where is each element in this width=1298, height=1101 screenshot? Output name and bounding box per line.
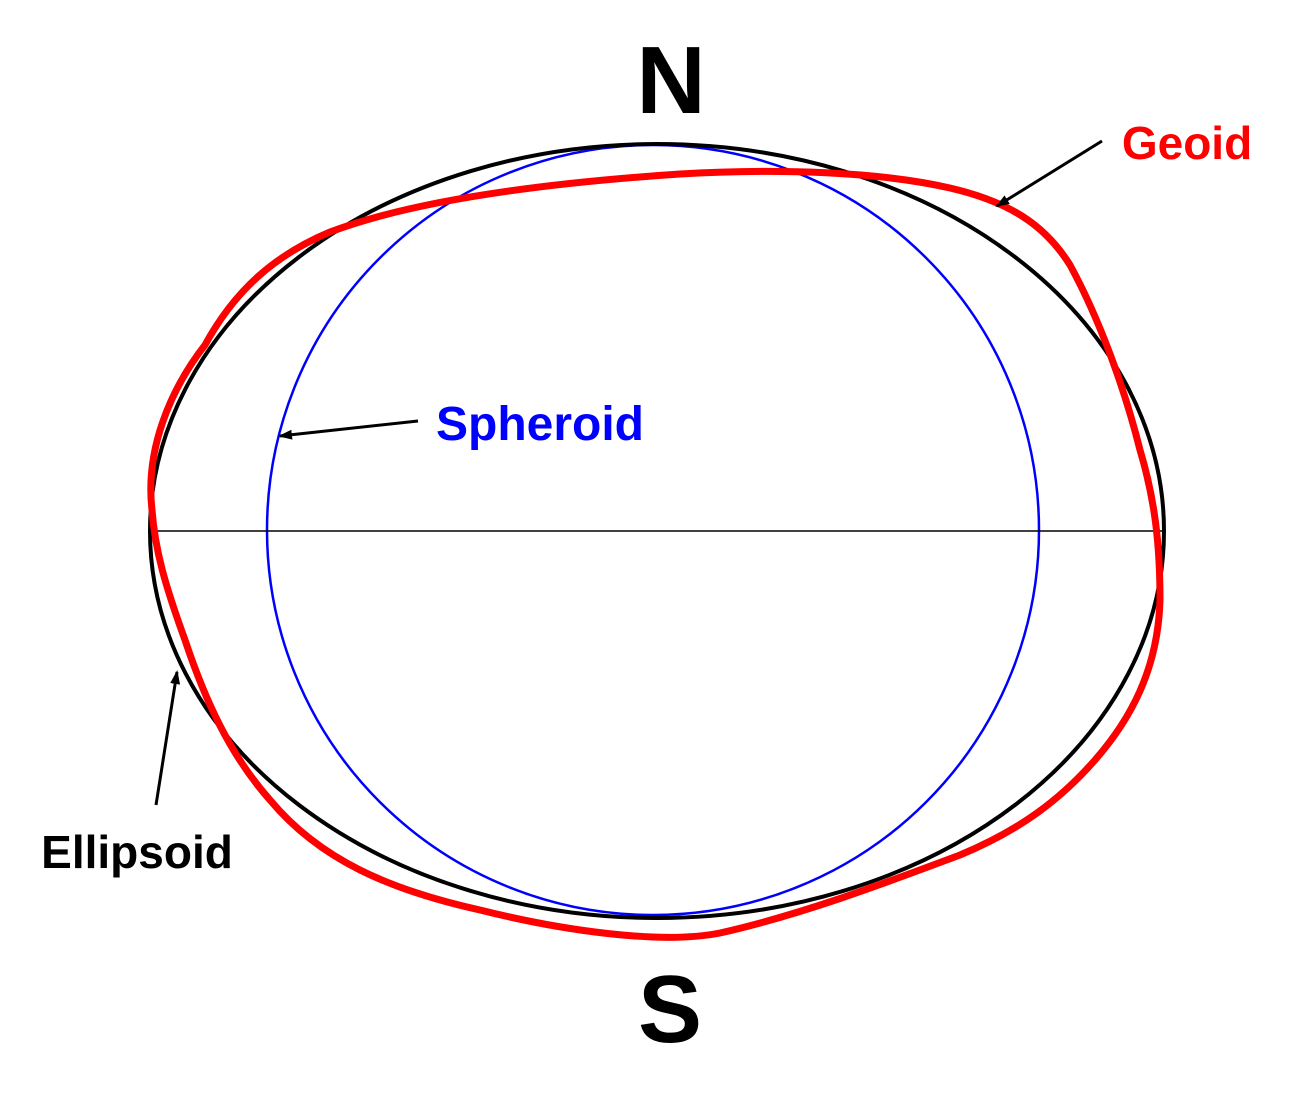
geoid-label: Geoid — [1122, 117, 1252, 169]
north-label: N — [636, 27, 705, 134]
south-label: S — [638, 956, 702, 1063]
spheroid-label: Spheroid — [436, 398, 644, 451]
geoid-shape — [147, 167, 1164, 941]
spheroid-arrow — [278, 419, 419, 440]
ellipsoid-arrow — [154, 670, 181, 806]
spheroid-shape — [265, 143, 1041, 917]
ellipsoid-label: Ellipsoid — [41, 826, 233, 878]
geoid-arrow — [995, 139, 1103, 208]
